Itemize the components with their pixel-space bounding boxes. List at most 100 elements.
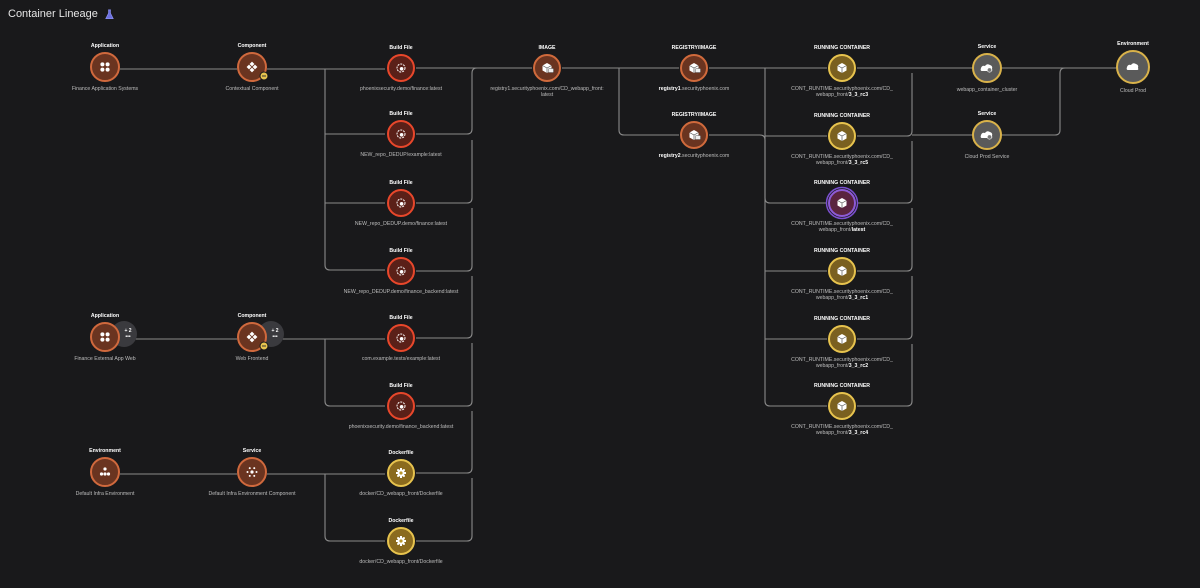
- node-label-line2: latest: [541, 92, 554, 98]
- flask-icon: [105, 9, 114, 19]
- container-icon: [837, 266, 847, 276]
- node-label-line2: webapp_front/3_3_rc3: [816, 92, 868, 98]
- selection-ring: [825, 186, 859, 220]
- cloud-gear-icon: [980, 131, 993, 140]
- node-bf4[interactable]: Build FileNEW_repo_DEDUP.demo/finance_ba…: [344, 248, 459, 295]
- node-category: Application: [91, 43, 119, 49]
- node-df2[interactable]: Dockerfiledocker/CD_webapp_front/Dockerf…: [359, 518, 442, 565]
- node-label-line2: webapp_front/3_3_rc2: [816, 363, 868, 369]
- node-circle[interactable]: [237, 52, 267, 82]
- node-reg1[interactable]: REGISTRY/IMAGEregistry1.securityphoenix.…: [659, 45, 730, 92]
- node-label: Default Infra Environment: [76, 491, 135, 497]
- node-label: com.example.tests/example:latest: [362, 356, 441, 362]
- edge-line: [324, 69, 385, 271]
- node-circle[interactable]: [90, 457, 120, 487]
- node-category: Environment: [1117, 41, 1149, 47]
- page-title: Container Lineage: [8, 8, 98, 20]
- node-category: Build File: [389, 315, 412, 321]
- container-icon: [837, 401, 847, 411]
- node-category: Build File: [389, 45, 412, 51]
- node-category: Dockerfile: [388, 450, 413, 456]
- node-category: Service: [978, 44, 997, 50]
- node-rc2[interactable]: RUNNING CONTAINER CONT_RUNTIME.securityph…: [791, 113, 893, 166]
- badge-count: + 2: [124, 328, 131, 334]
- node-bf6[interactable]: Build File phoenixsecurity.demo/finance_b…: [349, 383, 454, 430]
- edge-line: [416, 478, 473, 542]
- node-label: CONT_RUNTIME.securityphoenix.com/CD_: [791, 357, 893, 363]
- node-label: CONT_RUNTIME.securityphoenix.com/CD_: [791, 424, 893, 430]
- node-reg2[interactable]: REGISTRY/IMAGEregistry2.securityphoenix.…: [659, 112, 730, 159]
- gear-icon: [396, 468, 406, 478]
- node-rc3[interactable]: RUNNING CONTAINER CONT_RUNTIME.securityph…: [791, 180, 893, 233]
- grid-icon: [100, 332, 110, 342]
- edge-line: [324, 474, 385, 542]
- node-label: Finance Application Systems: [72, 86, 139, 92]
- node-bf3[interactable]: Build FileNEW_repo_DEDUP.demo/finance:la…: [355, 180, 448, 227]
- node-label-line2: webapp_front/3_3_rc1: [816, 295, 868, 301]
- node-category: RUNNING CONTAINER: [814, 180, 870, 186]
- node-label: NEW_repo_DEDUP.demo/finance_backend:late…: [344, 289, 459, 295]
- edge-line: [857, 276, 913, 340]
- build-icon: [396, 333, 406, 343]
- edge-line: [324, 339, 385, 407]
- node-rc1[interactable]: RUNNING CONTAINERCONT_RUNTIME.securityph…: [791, 45, 893, 98]
- cloud-icon: [1126, 63, 1139, 70]
- node-label: NEW_repo_DEDUP/example:latest: [360, 152, 442, 158]
- build-icon: [396, 63, 406, 73]
- node-circle[interactable]: [90, 52, 120, 82]
- node-circle[interactable]: [90, 322, 120, 352]
- dots-icon: [99, 467, 111, 476]
- node-rc4[interactable]: RUNNING CONTAINERCONT_RUNTIME.securityph…: [791, 248, 893, 301]
- edge-line: [416, 411, 473, 474]
- node-category: Dockerfile: [388, 518, 413, 524]
- cloud-gear-icon: [980, 64, 993, 73]
- container-icon: [837, 63, 847, 73]
- build-icon: [396, 198, 406, 208]
- node-bf5[interactable]: Build File com.example.tests/example:late…: [362, 315, 441, 362]
- node-label: Contextual Component: [225, 86, 279, 92]
- node-label: CONT_RUNTIME.securityphoenix.com/CD_: [791, 289, 893, 295]
- node-img1[interactable]: IMAGEregistry1.securityphoenix.com/CD_we…: [490, 45, 603, 98]
- edge-line: [416, 208, 473, 272]
- badge-more: •••: [272, 334, 278, 340]
- node-label: phoenixsecurity.demo/finance_backend:lat…: [349, 424, 454, 430]
- node-category: Build File: [389, 383, 412, 389]
- grid-icon: [100, 62, 110, 72]
- gear-icon: [396, 536, 406, 546]
- node-rc6[interactable]: RUNNING CONTAINERCONT_RUNTIME.securityph…: [791, 383, 893, 436]
- node-category: Component: [238, 43, 267, 49]
- node-rc5[interactable]: RUNNING CONTAINERCONT_RUNTIME.securityph…: [791, 316, 893, 369]
- node-df1[interactable]: Dockerfiledocker/CD_webapp_front/Dockerf…: [359, 450, 442, 497]
- node-category: Service: [243, 448, 262, 454]
- node-category: REGISTRY/IMAGE: [672, 112, 717, 118]
- node-category: RUNNING CONTAINER: [814, 113, 870, 119]
- node-category: Build File: [389, 180, 412, 186]
- registry-icon: [689, 130, 701, 140]
- node-label: NEW_repo_DEDUP.demo/finance:latest: [355, 221, 448, 227]
- node-circle[interactable]: [237, 322, 267, 352]
- node-bf1[interactable]: Build Filephoenixsecurity.demo/finance:l…: [360, 45, 443, 92]
- container-icon: [837, 131, 847, 141]
- node-label: CONT_RUNTIME.securityphoenix.com/CD_: [791, 221, 893, 227]
- node-label: CONT_RUNTIME.securityphoenix.com/CD_: [791, 154, 893, 160]
- node-label: registry1.securityphoenix.com/CD_webapp_…: [490, 86, 603, 92]
- node-category: Component: [238, 313, 267, 319]
- node-category: RUNNING CONTAINER: [814, 45, 870, 51]
- node-label: Finance External App Web: [74, 356, 135, 362]
- node-label-line2: webapp_front/3_3_rc4: [816, 430, 868, 436]
- node-label: registry1.securityphoenix.com: [659, 86, 730, 92]
- container-icon: [837, 334, 847, 344]
- container-icon: [837, 198, 847, 208]
